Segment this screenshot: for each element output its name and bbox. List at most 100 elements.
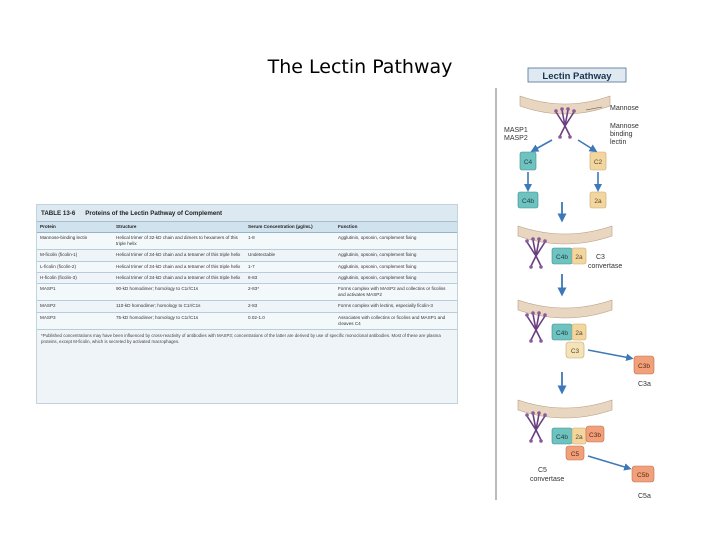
cell-protein: Mannose-binding lectin — [40, 235, 88, 240]
label-mbl-3: lectin — [610, 139, 626, 146]
cell-protein: MASP1 — [40, 285, 56, 291]
label-c2a-4: 2a — [575, 434, 583, 441]
label-c4b-1: C4b — [522, 198, 534, 205]
c2a-block-2 — [571, 247, 587, 265]
label-mbl-2: binding — [610, 131, 633, 138]
cell-structure: Helical trimer of 32-kD chain and dimers… — [116, 235, 238, 247]
mannose-leader — [585, 106, 603, 111]
table-row: Mannose-binding lectin Helical trimer of … — [37, 233, 457, 251]
label-c4b-4: C4b — [556, 434, 568, 441]
cell-structure: 90-kD homodimer; homology to C1r/C1s — [116, 285, 199, 291]
c2a-block-1 — [589, 191, 607, 209]
cell-structure: 75-kD homodimer; homology to C1r/C1s — [116, 314, 199, 320]
label-c2: C2 — [594, 159, 603, 166]
cell-function: Agglutinin, opsonin, complement fixing — [338, 263, 417, 269]
cell-membrane-1 — [519, 95, 611, 115]
table-footnote: *Published concentrations may have been … — [41, 332, 441, 345]
arrow-to-c2 — [577, 139, 598, 153]
cell-concentration: 0.02-1.0 — [248, 314, 265, 320]
header-concentration: Serum Concentration (µg/mL) — [248, 224, 313, 229]
label-c5-convertase-2: convertase — [530, 476, 564, 483]
header-function: Function — [338, 224, 358, 229]
cell-concentration: 1-7 — [248, 263, 255, 269]
table-row: L-ficolin (ficolin-2) Helical trimer of 3… — [37, 261, 457, 273]
cell-protein: MASP3 — [40, 314, 56, 320]
cell-structure: Helical trimer of 34-kD chain and a tetr… — [116, 252, 241, 258]
table-row: MASP2 110-kD homodimer; homology to C1r/C… — [37, 301, 457, 313]
diagram-title-box — [527, 67, 627, 83]
table-title: Proteins of the Lectin Pathway of Comple… — [85, 209, 223, 217]
label-c3b-2: C3b — [589, 432, 601, 439]
c4-block — [519, 151, 537, 171]
table-row: H-ficolin (ficolin-3) Helical trimer of 3… — [37, 273, 457, 284]
table-row: M-ficolin (ficolin-1) Helical trimer of 3… — [37, 250, 457, 262]
c5-block — [565, 445, 585, 461]
c3b-block-bound — [585, 425, 605, 443]
label-c2a-2: 2a — [575, 254, 583, 261]
cell-protein: H-ficolin (ficolin-3) — [40, 274, 77, 280]
cell-structure: 110-kD homodimer; homology to C1r/C1s — [116, 303, 201, 309]
label-mbl-1: Mannose — [610, 123, 639, 130]
cell-function: Agglutinin, opsonin, complement fixing — [338, 235, 417, 240]
label-c3b-1: C3b — [638, 363, 650, 370]
arrow-to-c4 — [530, 139, 553, 152]
mannose-binding-lectin-3 — [524, 310, 548, 344]
table-row: MASP3 75-kD homodimer; homology to C1r/C1… — [37, 312, 457, 330]
label-c4b-2: C4b — [556, 254, 568, 261]
lectin-protein-table: TABLE 13-6 Proteins of the Lectin Pathwa… — [36, 204, 458, 404]
cell-function: Forms complex with lectins, especially f… — [338, 303, 433, 309]
c3b-block-free — [633, 355, 655, 375]
label-c4: C4 — [524, 159, 533, 166]
label-c4b-3: C4b — [556, 330, 568, 337]
cell-protein: MASP2 — [40, 303, 56, 309]
cell-concentration: Undetectable — [248, 252, 276, 258]
label-c2a-1: 2a — [594, 198, 602, 205]
cell-protein: L-ficolin (ficolin-2) — [40, 263, 76, 269]
mannose-binding-lectin-2 — [524, 236, 548, 270]
label-c3: C3 — [571, 348, 580, 355]
label-masp2: MASP2 — [504, 135, 528, 142]
header-protein: Protein — [40, 224, 56, 229]
cell-concentration: 1-8 — [248, 235, 255, 240]
table-caption: TABLE 13-6 Proteins of the Lectin Pathwa… — [37, 205, 457, 222]
cell-function: Agglutinin, opsonin, complement fixing — [338, 274, 417, 280]
cell-membrane-2 — [517, 225, 613, 245]
label-c3-convertase-2: convertase — [588, 263, 622, 270]
c4b-block-1 — [517, 191, 539, 209]
table-header-row: Protein Structure Serum Concentration (µ… — [37, 222, 457, 233]
header-structure: Structure — [116, 224, 137, 229]
label-masp1: MASP1 — [504, 127, 528, 134]
cell-structure: Helical trimer of 34-kD chain and a tetr… — [116, 263, 241, 269]
c5b-block — [631, 465, 655, 483]
label-mannose: Mannose — [610, 105, 639, 112]
arrow-c5-cleavage — [587, 455, 632, 471]
cell-concentration: 6-83 — [248, 274, 258, 280]
lectin-pathway-diagram: Lectin Pathway Mannose Mannose binding l… — [495, 67, 655, 500]
label-c3a: C3a — [638, 381, 651, 388]
cell-function: Associates with collectins or ficolins a… — [338, 314, 446, 326]
label-c2a-3: 2a — [575, 330, 583, 337]
slide-title: The Lectin Pathway — [267, 56, 453, 78]
cell-membrane-3 — [517, 299, 613, 319]
label-c5: C5 — [571, 451, 580, 458]
label-c5-convertase-1: C5 — [538, 467, 547, 474]
c2a-block-3 — [571, 323, 587, 341]
cell-concentration: 2-83 — [248, 303, 258, 309]
label-c5b: C5b — [637, 472, 649, 479]
label-c3-convertase-1: C3 — [596, 254, 605, 261]
diagram-title: Lectin Pathway — [542, 71, 612, 82]
c3-block — [565, 341, 585, 359]
cell-protein: M-ficolin (ficolin-1) — [40, 252, 78, 258]
arrow-c3-cleavage — [587, 349, 634, 361]
cell-function: Agglutinin, opsonin, complement fixing — [338, 252, 417, 258]
table-row: MASP1 90-kD homodimer; homology to C1r/C1… — [37, 283, 457, 302]
mannose-binding-lectin-4 — [524, 410, 548, 444]
cell-concentration: 2-83* — [248, 285, 259, 291]
cell-membrane-4 — [517, 399, 613, 419]
cell-function: Forms complex with MASP2 and collectins … — [338, 285, 446, 298]
table-number: TABLE 13-6 — [41, 209, 76, 217]
label-c5a: C5a — [638, 493, 651, 500]
c2-block — [589, 151, 607, 171]
cell-structure: Helical trimer of 34-kD chain and a tetr… — [116, 274, 241, 280]
